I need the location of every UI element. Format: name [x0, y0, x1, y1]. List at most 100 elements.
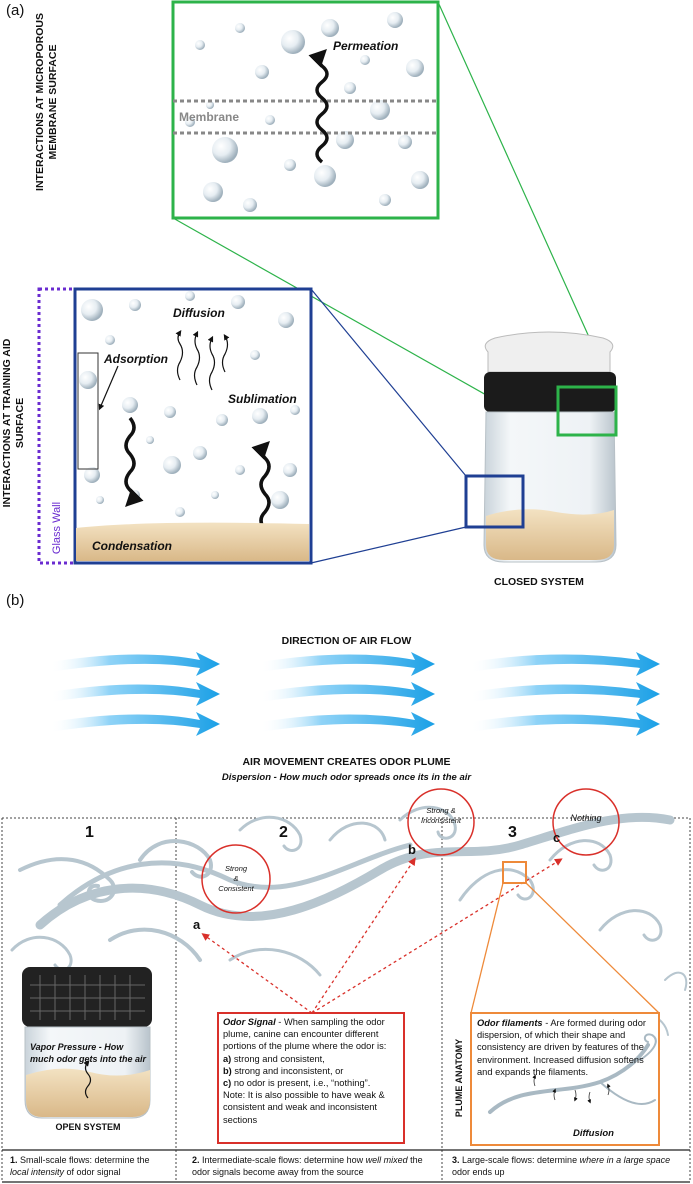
panel-a-label: (a): [6, 2, 25, 19]
odor-signal-a-label: a): [223, 1053, 232, 1064]
odor-filaments-body: - Are formed during odor dispersion, of …: [477, 1018, 646, 1077]
diffusion-arrow-3: [207, 335, 216, 391]
training-aid-title: INTERACTIONS AT TRAINING AID SURFACE: [1, 273, 29, 573]
odor-signal-note: Note: It is also possible to have weak &…: [223, 1090, 385, 1125]
section-number-3: 3: [508, 824, 517, 841]
odor-plume: [10, 805, 688, 1036]
bottom-3-em: where in a large space: [579, 1155, 671, 1165]
odor-signal-b-text: strong and inconsistent, or: [231, 1065, 344, 1076]
circle-c-text: Nothing: [570, 813, 602, 823]
adsorption-pointer: [98, 365, 119, 411]
circle-b-text: Strong & Inconsistent: [410, 806, 472, 826]
bottom-cell-3: 3. Large-scale flows: determine where in…: [446, 1153, 688, 1182]
filament-sketch: [488, 1033, 657, 1114]
diffusion-arrow-4: [221, 333, 230, 373]
odor-signal-a-text: strong and consistent,: [231, 1053, 325, 1064]
odor-signal-title: Odor Signal: [223, 1017, 276, 1027]
permeation-arrow: [308, 49, 329, 164]
sublimation-arrow: [251, 441, 271, 532]
diffusion-arrow-2: [192, 330, 201, 386]
circle-b-line2: Inconsistent: [420, 816, 462, 825]
circle-a: [201, 844, 271, 914]
circle-a-line1: Strong: [224, 864, 248, 873]
odor-signal-box: [217, 1012, 405, 1144]
condensation-arrow: [124, 416, 144, 507]
membrane-title-line1: INTERACTIONS AT MICROPOROUS: [34, 13, 46, 191]
sublimation-label: Sublimation: [228, 392, 297, 406]
bottom-1-em: local intensity: [10, 1166, 65, 1177]
circle-b-letter: b: [408, 842, 416, 857]
odor-signal-c-label: c): [223, 1078, 232, 1089]
jar-membrane-marker: [556, 385, 618, 437]
arrow-to-b: [311, 857, 416, 1014]
training-title-line2: SURFACE: [14, 397, 26, 449]
bottom-1-num: 1.: [10, 1155, 18, 1165]
odor-signal-intro: - When sampling the odor plume, canine c…: [223, 1017, 387, 1052]
circle-a-letter: a: [193, 917, 201, 932]
dispersion-caption: Dispersion - How much odor spreads once …: [221, 772, 472, 783]
filament-marker: [502, 861, 527, 884]
condensation-label: Condensation: [92, 539, 172, 553]
membrane-label: Membrane: [179, 110, 240, 124]
bottom-3-num: 3.: [452, 1155, 460, 1165]
section-number-1: 1: [85, 824, 94, 841]
membrane-inset: [171, 0, 440, 220]
jar-surface-marker: [464, 474, 525, 529]
bottom-2-pre: Intermediate-scale flows: determine how: [199, 1155, 366, 1165]
arrow-to-a: [201, 933, 313, 1014]
direction-of-air-flow: DIRECTION OF AIR FLOW: [281, 635, 412, 647]
air-movement-caption: AIR MOVEMENT CREATES ODOR PLUME: [242, 756, 451, 768]
adsorption-box: [77, 352, 99, 470]
circle-b-line1: Strong &: [426, 806, 456, 815]
circle-a-line3: Consistent: [218, 884, 254, 893]
panel-b-label: (b): [6, 592, 25, 609]
vapor-pressure-label: Vapor Pressure - How much odor gets into…: [30, 1042, 147, 1064]
bottom-3-post: odor ends up: [452, 1166, 505, 1177]
navy-connector-bottom: [310, 526, 467, 564]
filament-diffusion-label: Diffusion: [573, 1128, 614, 1139]
bottom-cell-1: 1. Small-scale flows: determine the loca…: [4, 1153, 176, 1182]
open-jar: [22, 967, 152, 1119]
circle-a-line2: &: [233, 874, 239, 883]
bottom-1-post: of odor signal: [64, 1166, 121, 1177]
odor-filaments-text: Odor filaments - Are formed during odor …: [477, 1017, 655, 1078]
glass-wall-label: Glass Wall: [51, 501, 63, 555]
green-connector-top: [437, 1, 613, 389]
plume-anatomy-box: [470, 1012, 660, 1146]
adsorption-label: Adsorption: [104, 352, 168, 366]
odor-filaments-title: Odor filaments: [477, 1018, 543, 1028]
membrane-droplets: [185, 12, 429, 212]
circle-c: [552, 788, 620, 856]
membrane-title-line2: MEMBRANE SURFACE: [47, 44, 59, 160]
substrate-sand: [76, 522, 309, 561]
bottom-3-pre: Large-scale flows: determine: [459, 1155, 580, 1165]
bottom-2-em: well mixed: [365, 1155, 408, 1165]
membrane-title: INTERACTIONS AT MICROPOROUS MEMBRANE SUR…: [34, 0, 62, 212]
circle-a-text: Strong & Consistent: [206, 864, 266, 894]
closed-system-caption: CLOSED SYSTEM: [494, 576, 584, 588]
diffusion-arrow-1: [175, 330, 184, 381]
bottom-2-num: 2.: [192, 1155, 200, 1165]
glass-wall-outline: [37, 287, 77, 565]
bottom-cell-2: 2. Intermediate-scale flows: determine h…: [186, 1153, 442, 1182]
navy-connector-top: [310, 288, 467, 477]
plume-anatomy-label: PLUME ANATOMY: [454, 1038, 464, 1118]
closed-jar: [464, 331, 618, 563]
odor-signal-text: Odor Signal - When sampling the odor plu…: [223, 1016, 401, 1126]
bottom-1-pre: Small-scale flows: determine the: [17, 1155, 150, 1165]
bottom-2-post: the odor signals become away from the so…: [192, 1155, 423, 1177]
training-aid-inset: [37, 287, 313, 565]
air-flow-arrows: [50, 652, 660, 736]
odor-signal-b-label: b): [223, 1065, 232, 1076]
diffusion-label: Diffusion: [173, 306, 225, 320]
training-droplets: [79, 291, 300, 517]
odor-signal-c-text: no odor is present, i.e., “nothing”.: [231, 1078, 371, 1089]
section-number-2: 2: [279, 824, 288, 841]
circle-b: [407, 788, 475, 856]
open-system-caption: OPEN SYSTEM: [55, 1122, 121, 1132]
training-title-line1: INTERACTIONS AT TRAINING AID: [1, 338, 13, 508]
circle-c-letter: c: [553, 830, 561, 845]
arrow-to-c: [311, 858, 563, 1014]
permeation-label: Permeation: [333, 39, 399, 53]
